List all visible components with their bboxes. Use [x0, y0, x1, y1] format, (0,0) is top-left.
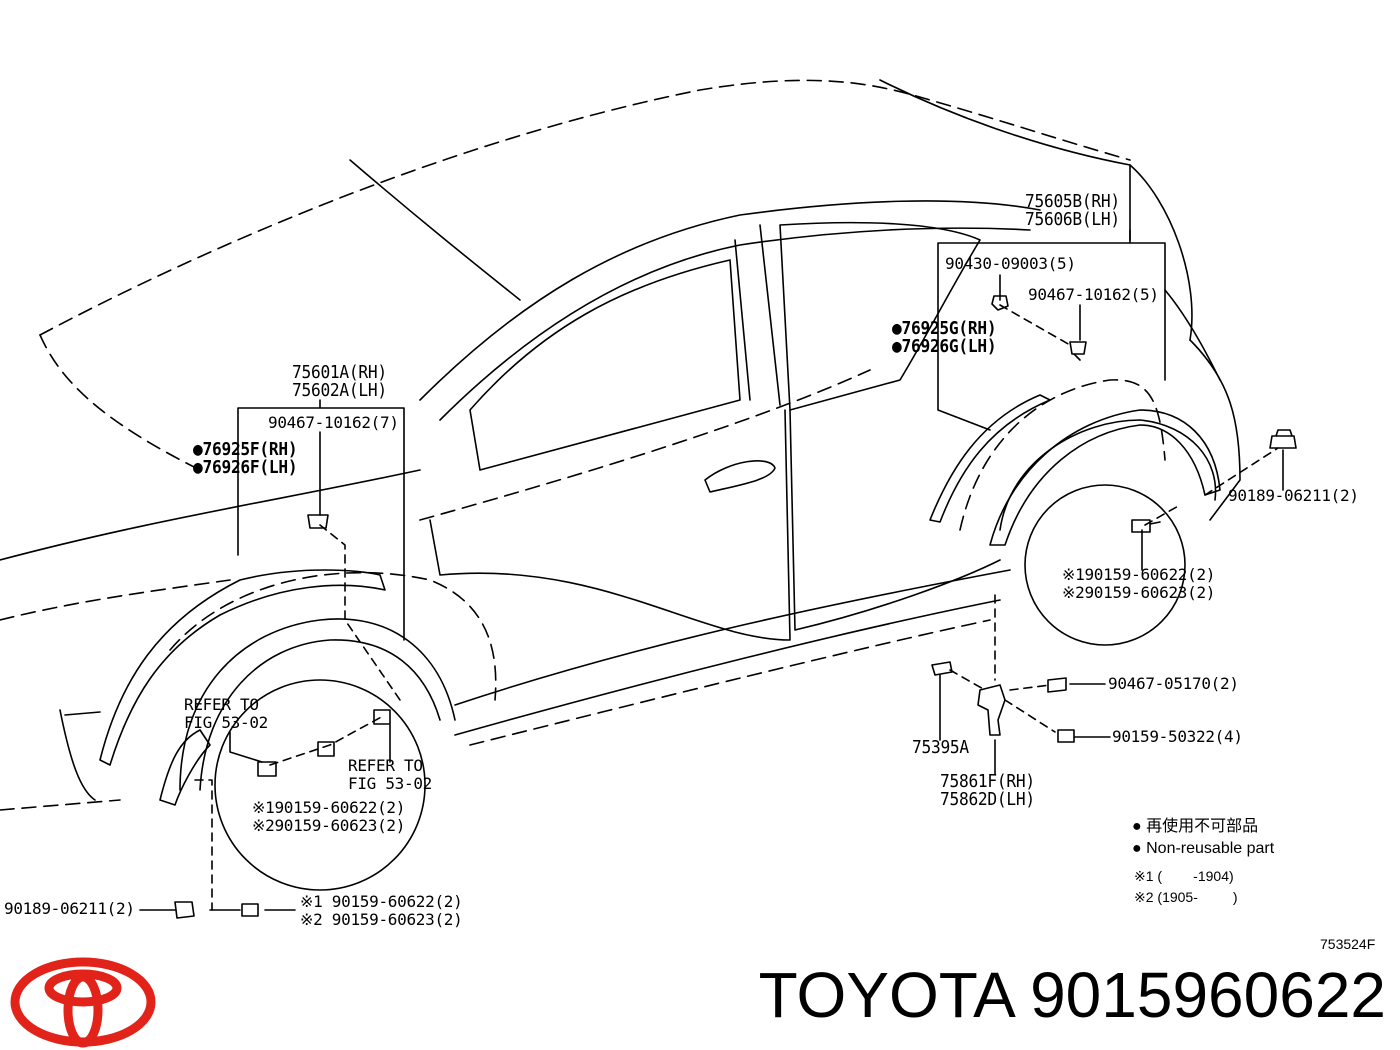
fastener-rear-clip: [1069, 341, 1087, 361]
label-front-wheel-screw-1: ※190159-60622(2): [252, 798, 406, 817]
roof-edge-right: [1129, 164, 1193, 341]
sill-bottom: [469, 619, 991, 746]
leader-front: [237, 399, 405, 641]
dashed-front-bottom: [194, 779, 213, 911]
fastener-front-wheel-3: [373, 709, 391, 725]
label-rear-moulding-rh: 75605B(RH): [1025, 191, 1120, 212]
legend-note-2: ※2 (1905- ): [1134, 889, 1238, 905]
fastener-rear-wheel-screw: [1131, 519, 1161, 533]
front-wheel: [214, 679, 426, 891]
rear-fender-arch: [999, 419, 1217, 531]
label-rear-screw-right: 90189-06211(2): [1228, 486, 1359, 505]
label-front-clip: 90467-10162(7): [268, 413, 399, 432]
front-fender-arch: [179, 618, 456, 791]
diagram-code: 753524F: [1320, 936, 1376, 952]
rocker-clip-shape: [931, 661, 953, 676]
fastener-front-bottom-1: [174, 901, 195, 919]
rear-moulding: [989, 409, 1221, 546]
fastener-rocker-clip: [1047, 677, 1067, 693]
roof-top: [879, 79, 1131, 241]
fastener-front-wheel-2: [317, 741, 335, 757]
label-rear-bolt: 90430-09003(5): [945, 254, 1076, 273]
belt-line: [419, 369, 871, 521]
b-pillar: [734, 224, 781, 406]
nonreusable-dot-icon: ●: [1132, 818, 1142, 835]
leader-refer-1: [229, 731, 263, 763]
front-window: [469, 259, 741, 471]
label-front-nonreusable-lh: ●76926F(LH): [193, 457, 298, 478]
label-refer-1-line1: REFER TO: [184, 695, 259, 714]
front-bumper: [59, 709, 96, 801]
label-rear-clip: 90467-10162(5): [1028, 285, 1159, 304]
label-rear-wheel-screw-2: ※290159-60623(2): [1062, 583, 1216, 602]
legend-note-1: ※1 ( -1904): [1134, 868, 1234, 884]
front-fender-arch-inner: [199, 639, 441, 791]
window-frame-outer: [419, 200, 1041, 401]
door-handle: [704, 460, 776, 493]
front-body-line: [0, 579, 231, 811]
label-rear-wheel-screw-1: ※190159-60622(2): [1062, 565, 1216, 584]
sill-upper: [454, 569, 1011, 706]
nonreusable-dot-icon: ●: [193, 457, 203, 478]
label-front-bottom-screws-1: ※1 90159-60622(2): [300, 892, 463, 911]
rear-door: [789, 409, 1001, 631]
nonreusable-dot-icon: ●: [1132, 840, 1142, 857]
dashed-rear-bolt: [999, 304, 1071, 346]
label-rocker-bracket: 75395A: [912, 737, 969, 758]
label-rocker-moulding-lh: 75862D(LH): [940, 789, 1035, 810]
dashed-rocker: [949, 594, 1056, 733]
label-front-nonreusable-rh: ●76925F(RH): [193, 439, 298, 460]
fastener-front-clip: [307, 514, 329, 529]
label-rocker-clip: 90467-05170(2): [1108, 674, 1239, 693]
roof-inner: [349, 159, 521, 301]
front-liner-dashed: [169, 571, 497, 701]
fastener-front-bottom-2: [241, 903, 259, 917]
label-front-bottom-screw: 90189-06211(2): [4, 899, 135, 918]
front-moulding-small: [159, 729, 211, 806]
rear-liner-dashed: [959, 379, 1166, 531]
rocker-bracket: [977, 684, 1006, 736]
label-front-bottom-screws-2: ※2 90159-60623(2): [300, 910, 463, 929]
dashed-front-wheel: [269, 714, 386, 766]
brand-part-number: TOYOTA 9015960622: [758, 959, 1386, 1031]
fastener-front-wheel-1: [257, 761, 277, 777]
label-refer-2-line1: REFER TO: [348, 756, 423, 775]
dashed-front-clip: [319, 524, 401, 701]
rear-window: [779, 221, 981, 411]
label-refer-2-line2: FIG 53-02: [348, 774, 432, 793]
front-door: [429, 409, 791, 641]
label-rear-moulding-lh: 75606B(LH): [1025, 209, 1120, 230]
front-bumper-2: [64, 711, 101, 716]
windshield-line: [39, 334, 201, 471]
label-front-wheel-screw-2: ※290159-60623(2): [252, 816, 406, 835]
dashed-rear-screw: [1204, 447, 1279, 496]
roof-outline: [39, 79, 1131, 336]
fastener-rear-screw-right: [1269, 429, 1297, 449]
legend-jp: ● 再使用不可部品: [1132, 818, 1259, 835]
nonreusable-dot-icon: ●: [892, 318, 902, 339]
rear-bumper: [1164, 289, 1241, 521]
label-rear-nonreusable-rh: ●76925G(RH): [892, 318, 997, 339]
label-rear-nonreusable-lh: ●76926G(LH): [892, 336, 997, 357]
nonreusable-dot-icon: ●: [193, 439, 203, 460]
leader-rear-bracket: [937, 229, 1166, 431]
dashed-rear-wheel: [1144, 504, 1181, 526]
label-front-moulding-lh: 75602A(LH): [292, 380, 387, 401]
rear-wheel: [1024, 484, 1186, 646]
label-refer-1-line2: FIG 53-02: [184, 713, 268, 732]
toyota-logo-icon: [10, 957, 156, 1048]
fastener-rear-bolt: [991, 295, 1009, 311]
nonreusable-dot-icon: ●: [892, 336, 902, 357]
label-front-moulding-rh: 75601A(RH): [292, 362, 387, 383]
hood-line: [0, 469, 421, 561]
fastener-rocker-screw: [1057, 729, 1075, 743]
label-rocker-moulding-rh: 75861F(RH): [940, 771, 1035, 792]
front-moulding: [99, 569, 386, 766]
legend-en: ● Non-reusable part: [1132, 840, 1275, 857]
label-rocker-screw: 90159-50322(4): [1112, 727, 1243, 746]
sill-lower: [454, 599, 1001, 736]
